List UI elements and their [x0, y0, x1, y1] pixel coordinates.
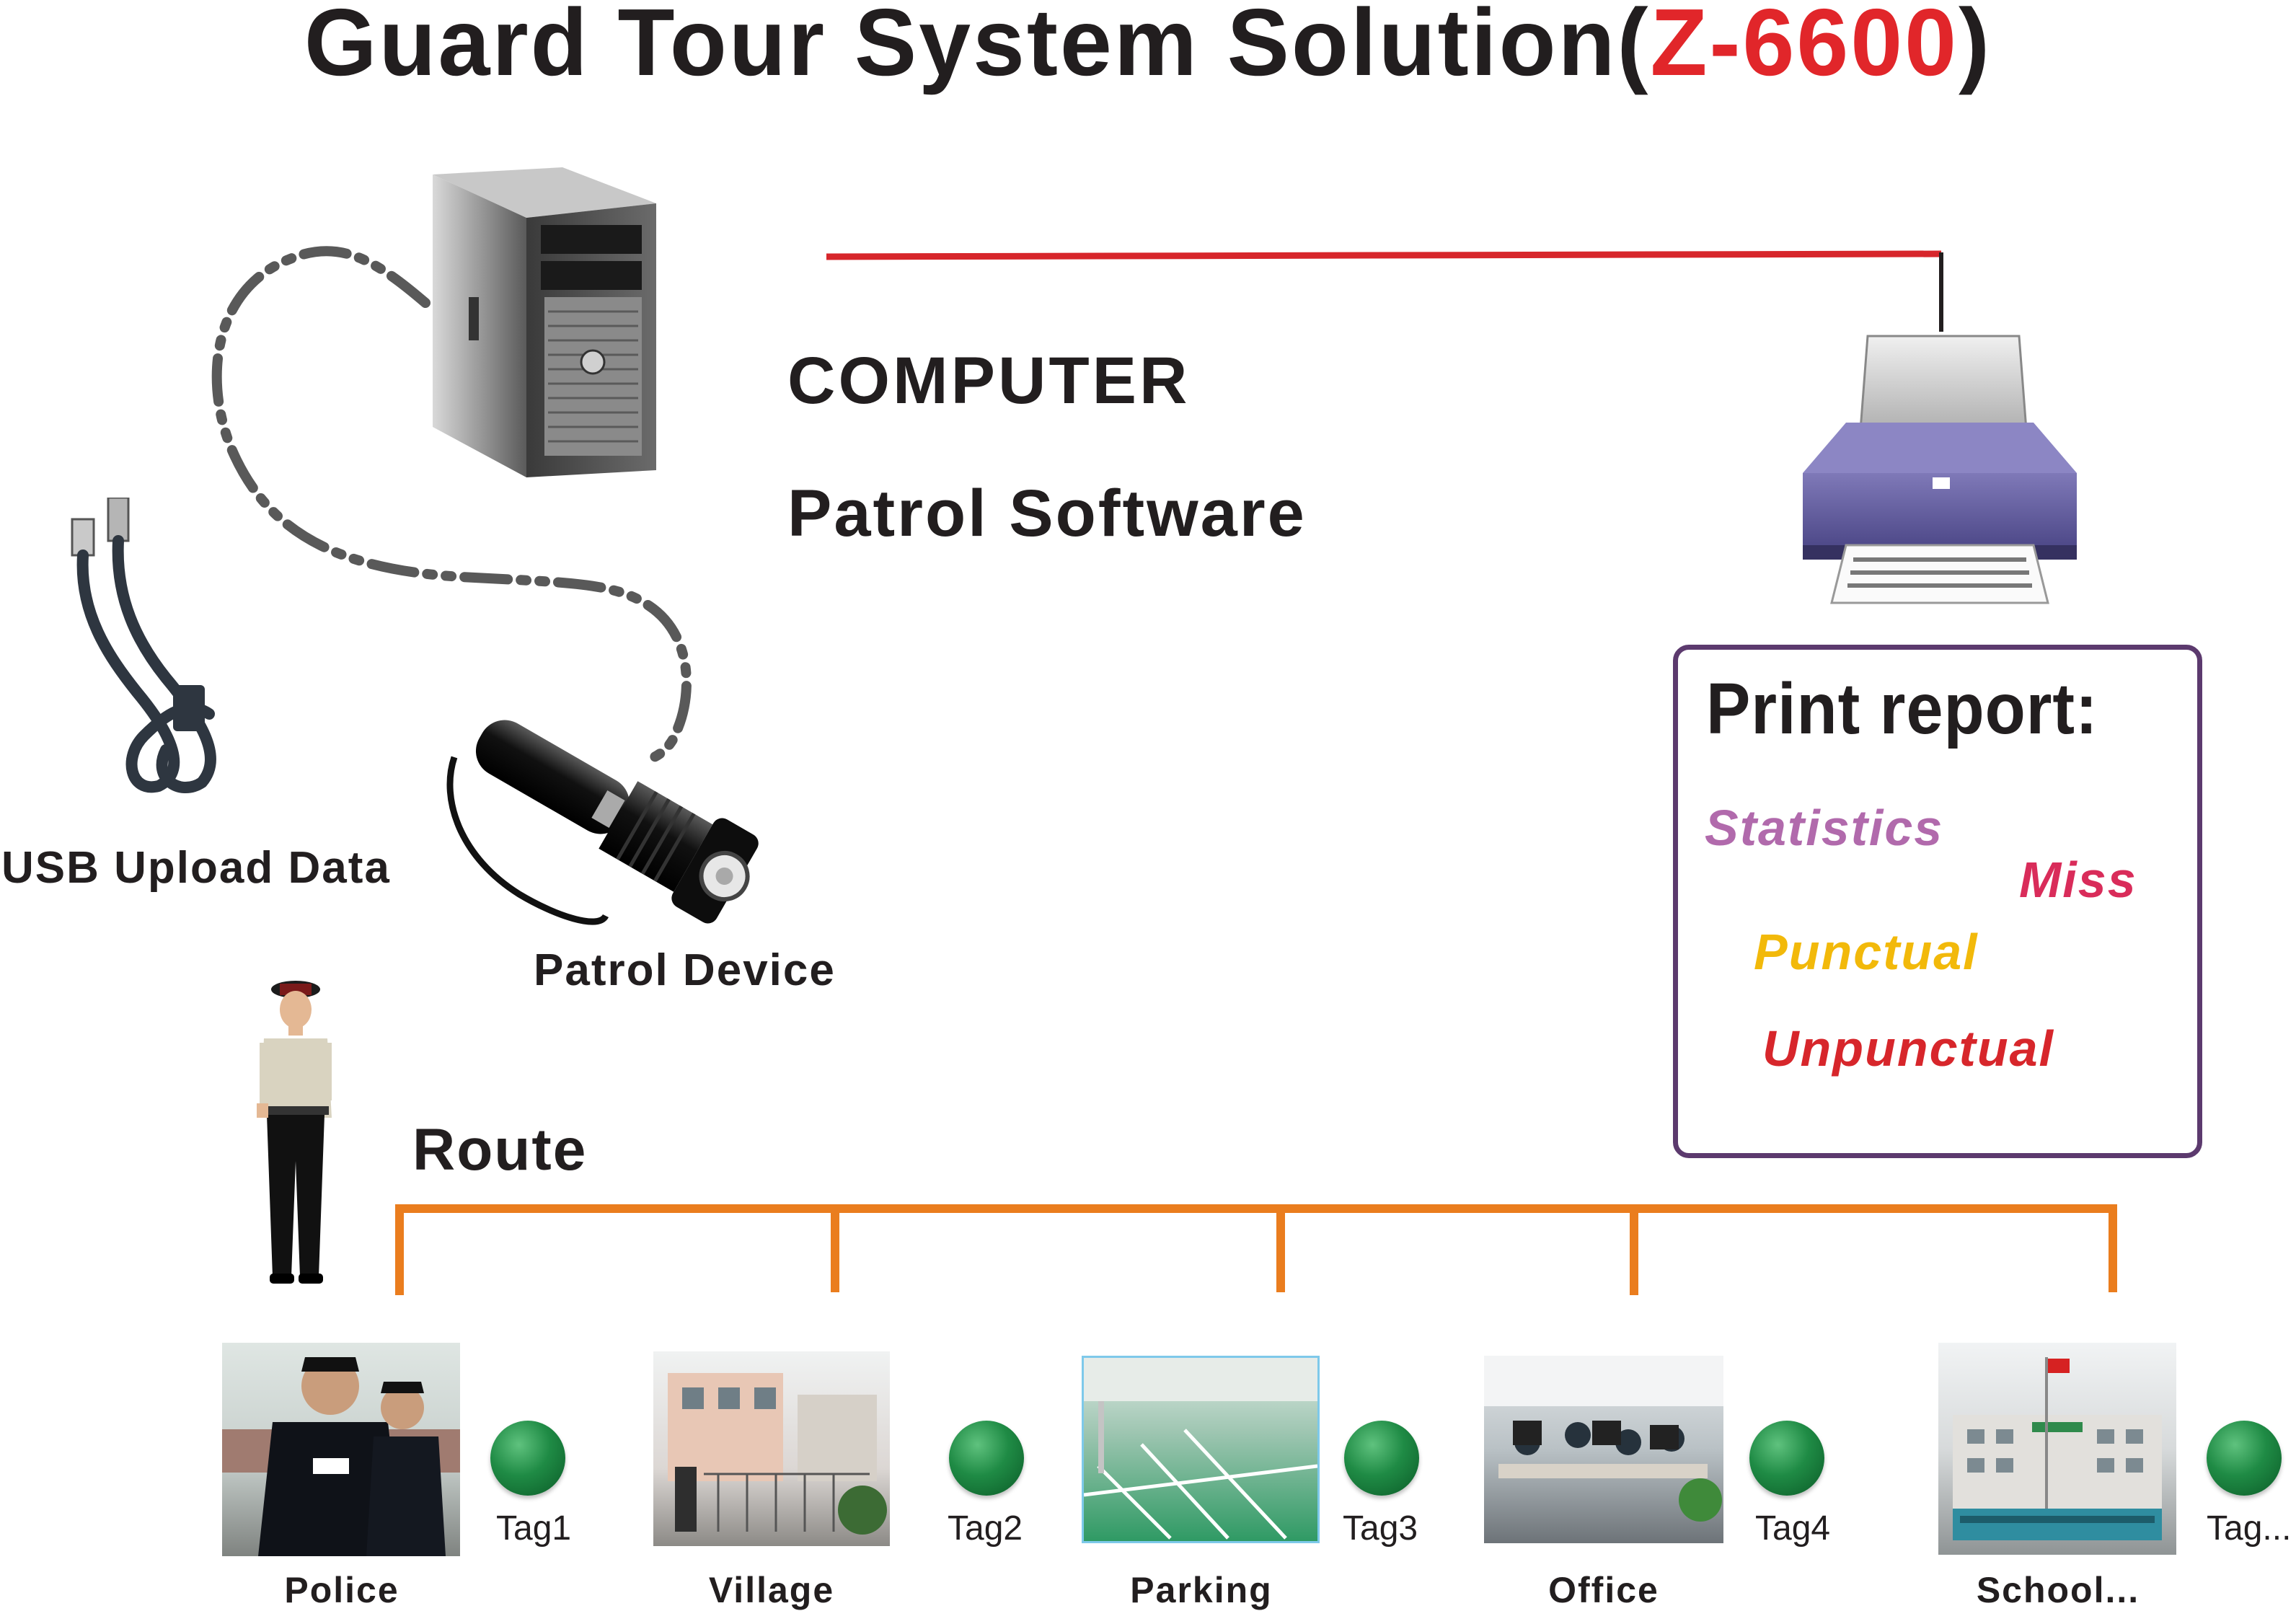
report-item-statistics: Statistics: [1705, 800, 1944, 856]
computer-label: COMPUTER: [787, 344, 1191, 418]
rfid-tag-icon: [1749, 1421, 1824, 1496]
tower-computer-icon: [433, 167, 656, 477]
usb-upload-label: USB Upload Data: [1, 843, 391, 893]
rfid-tag-icon: [949, 1421, 1024, 1496]
tag-label: Tag3: [1343, 1509, 1418, 1548]
usb-cable-icon: [71, 498, 216, 794]
checkpoint-place-label: School...: [1976, 1570, 2140, 1610]
police-photo: [222, 1343, 460, 1556]
rfid-tag-icon: [1344, 1421, 1419, 1496]
security-guard-figure: [257, 981, 332, 1284]
report-item-miss: Miss: [2019, 852, 2137, 908]
patrol-device-label: Patrol Device: [534, 945, 836, 995]
print-report-title: Print report:: [1706, 668, 2098, 749]
tag-label: Tag1: [496, 1509, 572, 1548]
tag-label: Tag2: [948, 1509, 1023, 1548]
parking-photo: [1082, 1356, 1320, 1543]
school-photo: [1938, 1343, 2176, 1555]
checkpoint-place-label: Parking: [1130, 1570, 1273, 1610]
tag-label: Tag4: [1755, 1509, 1831, 1548]
patrol-software-label: Patrol Software: [787, 477, 1307, 550]
checkpoint-place-label: Police: [284, 1570, 399, 1610]
usb-data-cable-path: [211, 246, 692, 766]
report-item-unpunctual: Unpunctual: [1762, 1020, 2054, 1077]
rfid-tag-icon: [2207, 1421, 2282, 1496]
model-number: Z-6600: [1650, 0, 1959, 95]
report-item-punctual: Punctual: [1754, 924, 1979, 980]
rfid-tag-icon: [490, 1421, 565, 1496]
computer-printer-link: [826, 250, 1942, 260]
route-bracket: [395, 1204, 2117, 1295]
print-report-box: [1673, 645, 2202, 1158]
checkpoint-place-label: Office: [1548, 1570, 1659, 1610]
checkpoint-place-label: Village: [708, 1570, 835, 1610]
office-photo: [1484, 1356, 1723, 1543]
page-title: Guard Tour System Solution(Z-6600): [23, 0, 2273, 90]
tag-label: Tag...: [2207, 1509, 2292, 1548]
village-photo: [653, 1351, 890, 1546]
patrol-flashlight-icon: [446, 720, 759, 925]
route-label: Route: [412, 1117, 588, 1183]
printer-icon: [1803, 335, 2077, 604]
